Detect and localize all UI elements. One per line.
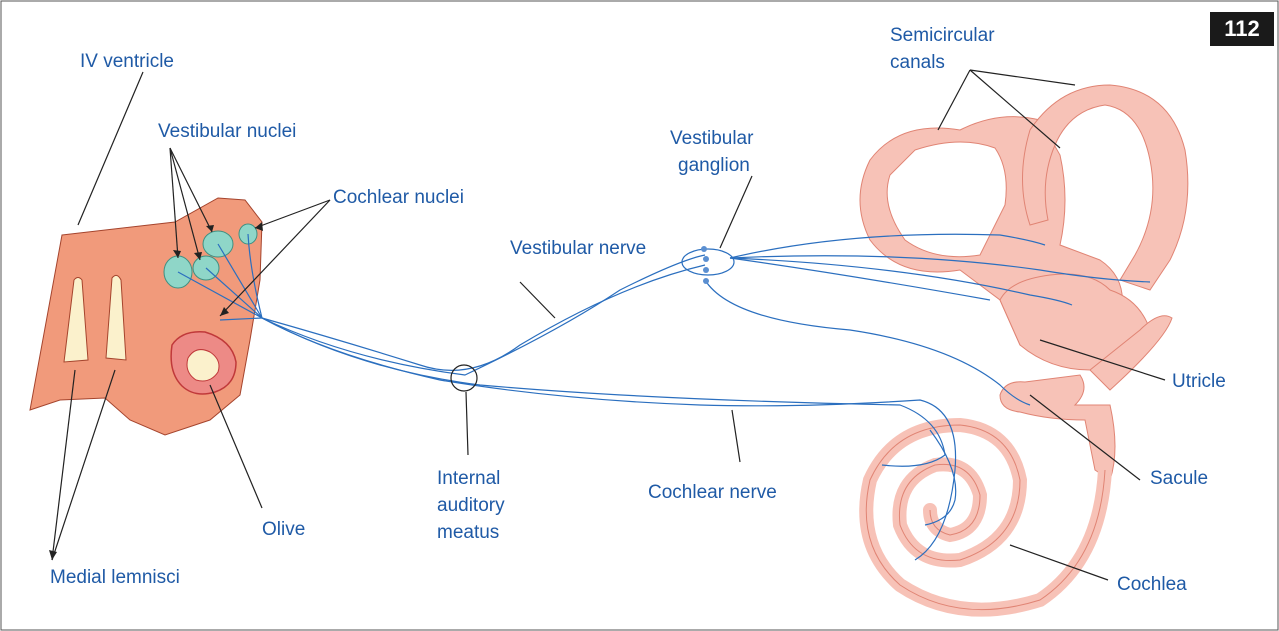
label-iv-ventricle: IV ventricle bbox=[80, 51, 174, 72]
label-medial-lemnisci: Medial lemnisci bbox=[50, 567, 180, 588]
cochlea-spiral-outline bbox=[865, 424, 1106, 611]
vestibular-ganglion-shape bbox=[681, 248, 735, 276]
label-line: Semicircular bbox=[890, 25, 995, 46]
label-line: meatus bbox=[437, 522, 500, 543]
label-semicircular-canals: Semicircular canals bbox=[890, 22, 995, 76]
label-vestibular-ganglion: Vestibular ganglion bbox=[670, 125, 753, 179]
internal-auditory-meatus-ring bbox=[450, 364, 478, 392]
label-line: Internal bbox=[437, 468, 501, 489]
label-line: ganglion bbox=[678, 155, 750, 176]
vestibular-nerve-branch bbox=[729, 255, 1151, 283]
ganglion-cells bbox=[701, 246, 709, 284]
label-vestibular-nerve: Vestibular nerve bbox=[510, 238, 647, 259]
vestibular-nerve-fiber bbox=[261, 264, 706, 371]
label-internal-auditory-meatus: Internal auditory meatus bbox=[437, 465, 505, 546]
label-vestibular-nuclei: Vestibular nuclei bbox=[158, 121, 297, 142]
page-number-badge: 112 bbox=[1210, 12, 1274, 46]
vestibular-nerve-fiber bbox=[217, 243, 263, 319]
cochlear-nerve-fiber bbox=[261, 317, 957, 561]
medial-lemniscus-right bbox=[105, 274, 127, 361]
vestibular-nerve-branch bbox=[729, 257, 1073, 306]
medial-lemniscus-left bbox=[63, 277, 89, 363]
cochlea-spiral bbox=[859, 417, 1112, 617]
label-line: canals bbox=[890, 52, 945, 73]
endolymphatic-duct bbox=[1089, 315, 1173, 391]
label-cochlear-nuclei: Cochlear nuclei bbox=[333, 187, 464, 208]
cochlear-nerve-fiber bbox=[924, 429, 957, 526]
label-cochlea: Cochlea bbox=[1117, 574, 1187, 595]
label-olive: Olive bbox=[262, 519, 306, 540]
label-cochlear-nerve: Cochlear nerve bbox=[648, 482, 777, 503]
label-line: Vestibular bbox=[670, 128, 754, 149]
vestibular-nerve-fiber bbox=[205, 267, 263, 319]
sacule-body bbox=[999, 374, 1116, 481]
utricle-body bbox=[999, 273, 1151, 371]
vestibular-nerve-fiber bbox=[261, 254, 706, 376]
olive-core bbox=[186, 349, 220, 382]
vestibular-nerve-branch bbox=[729, 233, 1046, 259]
label-line: auditory bbox=[437, 495, 505, 516]
label-utricle: Utricle bbox=[1172, 371, 1226, 392]
vestibular-nerve-fiber bbox=[219, 317, 263, 321]
vestibular-nerve-branch bbox=[704, 279, 1031, 406]
nerve-fibers bbox=[177, 233, 1151, 561]
cochlear-nerve-fiber bbox=[261, 317, 946, 467]
vestibular-nerve-branch bbox=[729, 257, 991, 301]
leader-lines bbox=[51, 69, 1166, 581]
label-sacule: Sacule bbox=[1150, 468, 1209, 489]
vestibular-nerve-fiber bbox=[177, 271, 263, 319]
cochlear-nerve-fiber bbox=[247, 233, 263, 319]
arrowheads bbox=[49, 222, 263, 560]
